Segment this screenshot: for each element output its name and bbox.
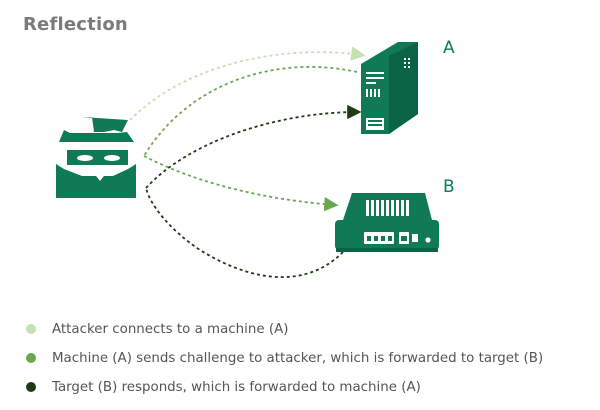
arrow-b-to-attacker [145,187,344,279]
diagram-title: Reflection [23,14,128,35]
target-b-label: B [443,177,455,197]
server-tower-icon [361,42,418,134]
legend-item-step-3: Target (B) responds, which is forwarded … [26,376,596,398]
spy-icon [56,117,136,198]
arrow-attacker-to-a-forward [145,104,362,189]
legend-dot-step-1 [26,324,36,334]
arrow-attacker-to-b [143,155,339,212]
machine-a-label: A [443,38,455,58]
arrow-a-to-attacker [143,66,358,157]
legend-text-step-2: Machine (A) sends challenge to attacker,… [52,350,544,366]
legend: Attacker connects to a machine (A) Machi… [26,318,596,405]
arrow-attacker-to-a [129,46,366,121]
legend-item-step-2: Machine (A) sends challenge to attacker,… [26,347,596,369]
legend-text-step-3: Target (B) responds, which is forwarded … [52,379,421,395]
legend-text-step-1: Attacker connects to a machine (A) [52,321,289,337]
reflection-diagram [56,42,439,279]
legend-item-step-1: Attacker connects to a machine (A) [26,318,596,340]
legend-dot-step-3 [26,382,36,392]
legend-dot-step-2 [26,353,36,363]
router-icon [335,193,439,252]
